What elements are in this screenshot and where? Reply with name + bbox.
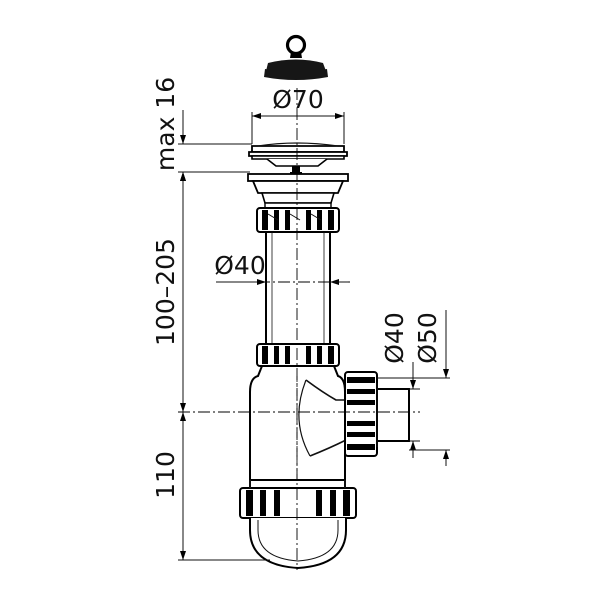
d40-outlet-label: Ø40 — [380, 312, 409, 364]
dimension-d70: Ø70 — [251, 85, 345, 144]
middle-nut — [256, 343, 340, 367]
dimension-d40-pipe: Ø40 — [214, 251, 348, 285]
drain-stopper — [264, 34, 328, 80]
lower-flange — [247, 173, 349, 209]
d70-label: Ø70 — [272, 85, 324, 114]
dimension-d40-outlet: Ø40 — [380, 312, 420, 458]
bottom-nut — [239, 480, 357, 519]
dimension-d50-outlet: Ø50 — [377, 310, 450, 466]
dimension-100-205: 100–205 — [151, 172, 186, 412]
bottom-cup — [249, 518, 347, 570]
h100-205-label: 100–205 — [151, 238, 180, 346]
dimension-max16: max 16 — [151, 77, 252, 181]
max16-label: max 16 — [151, 77, 180, 171]
vertical-pipe — [265, 231, 331, 345]
d50-outlet-label: Ø50 — [413, 312, 442, 364]
upper-nut — [256, 207, 340, 233]
siphon-body — [249, 365, 348, 481]
h110-label: 110 — [151, 451, 180, 499]
d40-pipe-label: Ø40 — [214, 251, 266, 280]
dimension-110: 110 — [151, 412, 270, 561]
side-outlet — [344, 371, 410, 457]
drain-grate — [248, 142, 348, 174]
